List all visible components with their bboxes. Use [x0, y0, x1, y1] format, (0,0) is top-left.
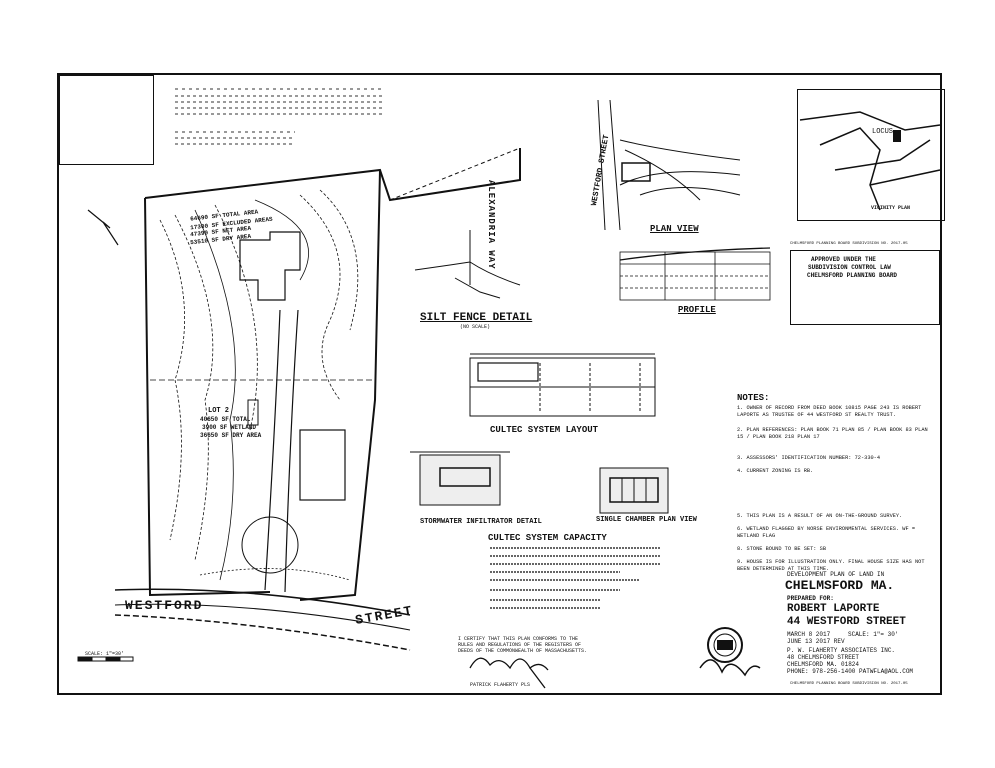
note-item: 2. PLAN REFERENCES: PLAN BOOK 71 PLAN 85…	[737, 427, 928, 440]
approval-box	[790, 250, 940, 325]
vicinity-plan-label: VICINITY PLAN	[871, 205, 911, 211]
curve-table	[175, 86, 395, 156]
note-item: 8. STONE BOUND TO BE SET: SB	[737, 546, 827, 552]
lot-name: LOT 2	[208, 407, 230, 415]
notes-list: 1. OWNER OF RECORD FROM DEED BOOK 10815 …	[737, 405, 937, 573]
note-item: 6. WETLAND FLAGGED BY NORSE ENVIRONMENTA…	[737, 526, 916, 539]
profile-title: PROFILE	[678, 305, 716, 315]
certify-line-1: I CERTIFY THAT THIS PLAN CONFORMS TO THE	[458, 636, 579, 642]
stormwater-title: STORMWATER INFILTRATOR DETAIL	[420, 518, 542, 526]
title-prepared: PREPARED FOR:	[787, 595, 834, 602]
title-firm-addr-1: 48 CHELMSFORD STREET	[787, 654, 860, 661]
certify-line-3: DEEDS OF THE COMMONWEALTH OF MASSACHUSET…	[458, 648, 588, 654]
westford-street-label-left: WESTFORD	[125, 598, 204, 613]
note-item: 3. ASSESSORS' IDENTIFICATION NUMBER: 72-…	[737, 455, 881, 461]
title-line-1: DEVELOPMENT PLAN OF LAND IN	[787, 571, 885, 578]
lot-total: 40650 SF TOTAL	[200, 416, 251, 423]
lot-wetland: 3900 SF WETLAND	[202, 424, 257, 431]
certify-line-2: RULES AND REGULATIONS OF THE REGISTERS O…	[458, 642, 582, 648]
title-firm-addr-2: CHELMSFORD MA. 01824	[787, 661, 860, 668]
note-item: 5. THIS PLAN IS A RESULT OF AN ON-THE-GR…	[737, 513, 903, 519]
note-item: 1. OWNER OF RECORD FROM DEED BOOK 10815 …	[737, 405, 922, 418]
cultec-layout-title: CULTEC SYSTEM LAYOUT	[490, 425, 599, 435]
certify-name: PATRICK FLAHERTY PLS	[470, 682, 531, 688]
alexandria-way-label: ALEXANDRIA WAY	[486, 180, 496, 270]
locus-label: LOCUS	[872, 128, 894, 136]
title-owner: ROBERT LAPORTE	[787, 603, 880, 615]
scale-bar-label: SCALE: 1"=30'	[85, 651, 125, 657]
silt-fence-title: SILT FENCE DETAIL	[420, 312, 533, 324]
title-scale: SCALE: 1"= 30'	[848, 631, 899, 638]
vicinity-plan-box	[797, 89, 945, 221]
note-item: 4. CURRENT ZONING IS RB.	[737, 468, 814, 474]
title-revision: JUNE 13 2017 REV	[787, 638, 845, 645]
notes-title: NOTES:	[737, 393, 770, 403]
approval-line-3: CHELMSFORD PLANNING BOARD	[807, 272, 898, 279]
blank-title-box	[59, 75, 154, 165]
cultec-capacity-title: CULTEC SYSTEM CAPACITY	[488, 533, 607, 543]
silt-fence-no-scale: (NO SCALE)	[460, 324, 491, 330]
approval-line-1: APPROVED UNDER THE	[811, 256, 876, 263]
approval-heading: CHELMSFORD PLANNING BOARD SUBDIVISION NO…	[790, 242, 908, 246]
title-town: CHELMSFORD MA.	[785, 578, 895, 593]
title-footer: CHELMSFORD PLANNING BOARD SUBDIVISION NO…	[790, 682, 908, 686]
title-firm: P. W. FLAHERTY ASSOCIATES INC.	[787, 647, 896, 654]
approval-line-2: SUBDIVISION CONTROL LAW	[808, 264, 891, 271]
note-item: 9. HOUSE IS FOR ILLUSTRATION ONLY. FINAL…	[737, 559, 925, 572]
title-phone: PHONE: 978-256-1400 PATWFLA@AOL.COM	[787, 668, 914, 675]
lot-dry-area: 36650 SF DRY AREA	[200, 432, 262, 439]
title-date: MARCH 8 2017	[787, 631, 831, 638]
curve-table-rows	[175, 88, 385, 145]
title-address: 44 WESTFORD STREET	[787, 616, 906, 628]
plan-view-title: PLAN VIEW	[650, 224, 699, 234]
single-chamber-title: SINGLE CHAMBER PLAN VIEW	[596, 516, 697, 524]
